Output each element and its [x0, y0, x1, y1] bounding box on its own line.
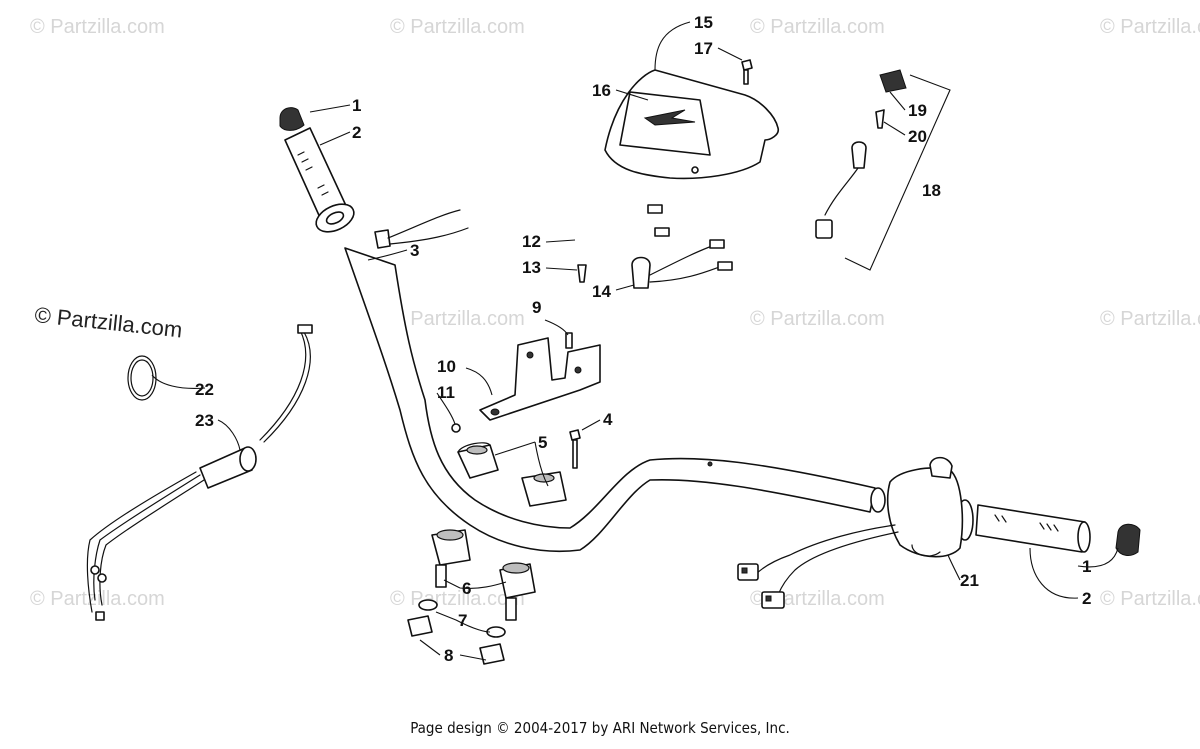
screw — [565, 332, 573, 349]
watermark: © Partzilla.com — [750, 308, 885, 330]
callout-13: 13 — [522, 258, 541, 277]
callout-12: 12 — [522, 232, 541, 251]
watermark: © Partzilla.com — [1100, 16, 1200, 38]
bracket — [451, 332, 601, 433]
pod-housing — [604, 59, 780, 180]
callout-21: 21 — [960, 571, 979, 590]
callout-16: 16 — [592, 81, 611, 100]
right-grip — [956, 499, 1141, 556]
watermark: © Partzilla.com — [390, 308, 525, 330]
page-footer: Page design © 2004-2017 by ARI Network S… — [410, 719, 790, 737]
washer — [418, 599, 438, 611]
callout-labels: 1 2 3 4 5 6 7 8 9 10 11 12 13 14 15 16 1… — [195, 13, 1091, 665]
watermark: © Partzilla.com — [750, 16, 885, 38]
upper-clamps — [457, 442, 567, 507]
callout-22: 22 — [195, 380, 214, 399]
callout-2: 2 — [352, 123, 361, 142]
watermarks: © Partzilla.com © Partzilla.com © Partzi… — [30, 16, 1200, 610]
connectors — [374, 204, 733, 289]
watermark: © Partzilla.com — [1100, 308, 1200, 330]
grip-end-cap — [279, 107, 305, 131]
leader-lines — [151, 21, 1119, 661]
left-grip — [279, 107, 355, 233]
nut — [479, 643, 505, 665]
callout-3: 3 — [410, 241, 419, 260]
screw — [741, 59, 753, 71]
watermark: © Partzilla.com — [30, 588, 165, 610]
callout-6: 6 — [462, 579, 471, 598]
callout-9: 9 — [532, 298, 541, 317]
callout-17: 17 — [694, 39, 713, 58]
callout-1: 1 — [352, 96, 361, 115]
callout-10: 10 — [437, 357, 456, 376]
callout-2: 2 — [1082, 589, 1091, 608]
callout-7: 7 — [458, 611, 467, 630]
callout-18: 18 — [922, 181, 941, 200]
callout-14: 14 — [592, 282, 611, 301]
callout-23: 23 — [195, 411, 214, 430]
callout-20: 20 — [908, 127, 927, 146]
watermark-main: © Partzilla.com — [33, 302, 183, 342]
callout-11: 11 — [437, 383, 455, 402]
grip-end-cap — [1115, 523, 1141, 556]
throttle-cable — [86, 324, 313, 621]
callout-15: 15 — [694, 13, 713, 32]
callout-5: 5 — [538, 433, 547, 452]
screw — [451, 423, 461, 433]
callout-19: 19 — [908, 101, 927, 120]
callout-8: 8 — [444, 646, 453, 665]
ignition-switch — [815, 69, 951, 271]
callout-1: 1 — [1082, 557, 1091, 576]
lower-clamps — [407, 529, 536, 665]
logo-emblem — [643, 109, 696, 126]
watermark: © Partzilla.com — [390, 16, 525, 38]
watermark: © Partzilla.com — [30, 16, 165, 38]
watermark: © Partzilla.com — [1100, 588, 1200, 610]
nut — [407, 615, 433, 637]
bolt — [569, 429, 581, 469]
switch-housing — [737, 456, 964, 609]
callout-4: 4 — [603, 410, 613, 429]
handlebar — [344, 247, 886, 553]
